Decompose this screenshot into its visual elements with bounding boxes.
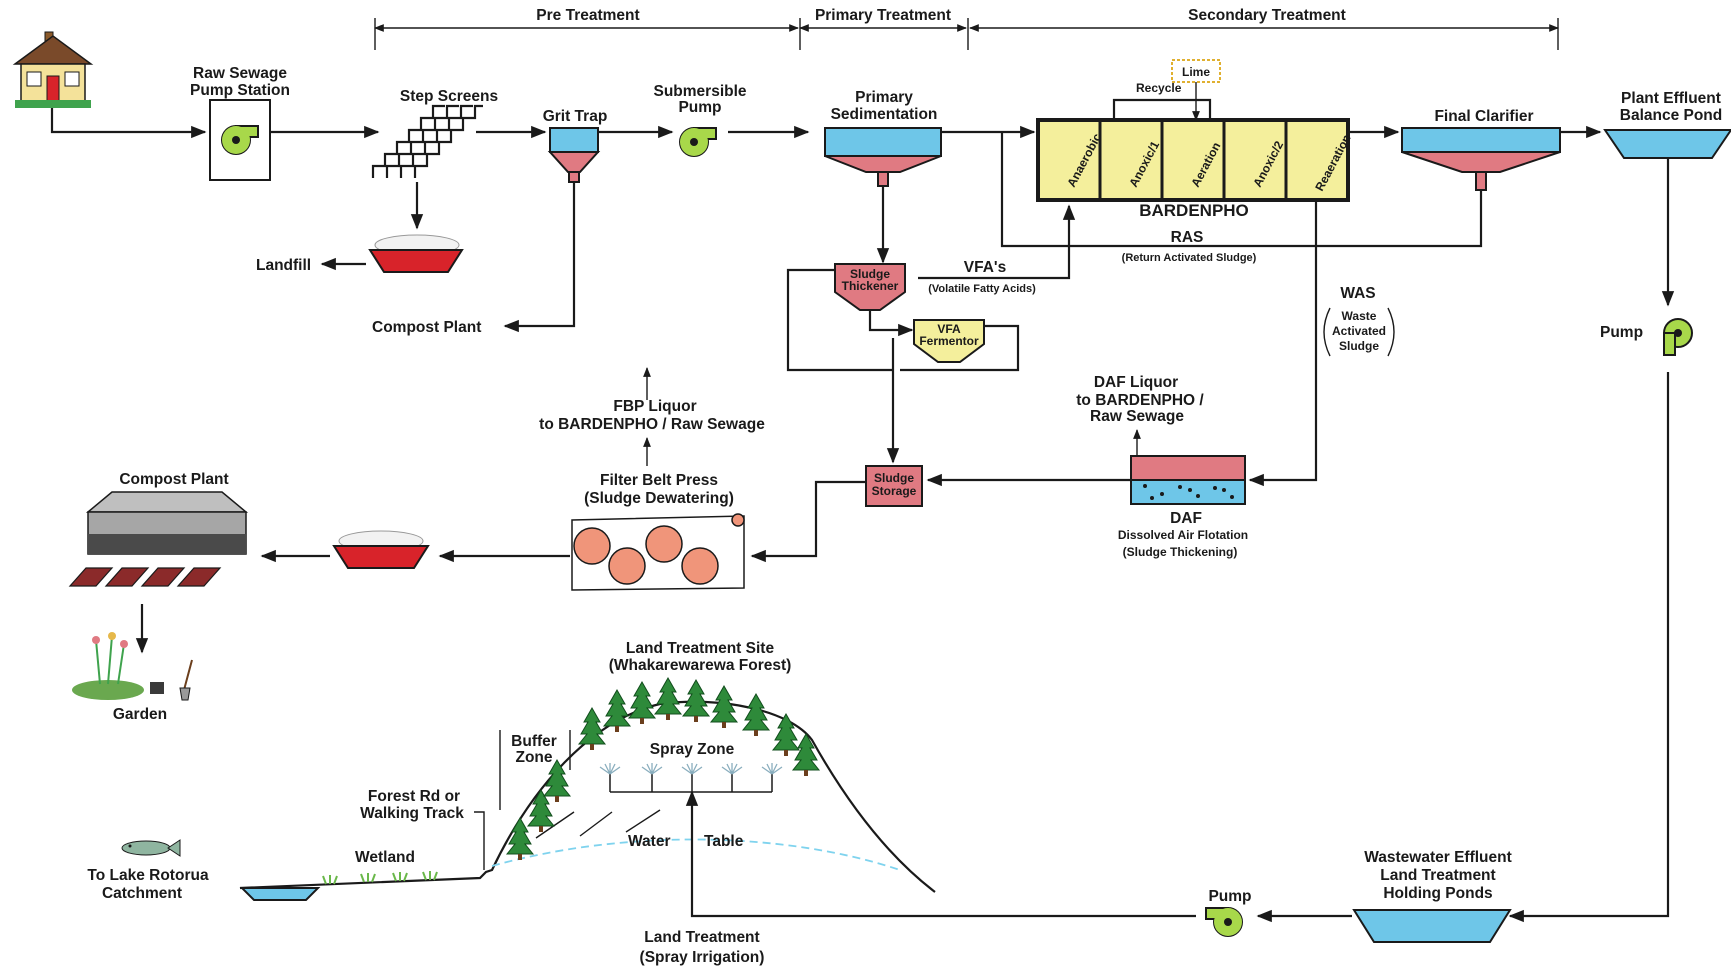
sub-pump-label-2: Pump [678,99,721,116]
step-screens-label: Step Screens [400,88,498,105]
holding-label-2: Land Treatment [1380,867,1495,884]
vfas-label: VFA's [964,259,1006,276]
holding-label-1: Wastewater Effluent [1364,849,1512,866]
sludge-storage: Sludge Storage [865,465,923,507]
table-label: Table [704,833,744,850]
holding-ponds: Wastewater Effluent Land Treatment Holdi… [1352,849,1512,943]
fermentor-label-1: VFA [937,322,961,336]
forest-rd-label-1: Forest Rd or [368,788,460,805]
daf-unit: DAF Dissolved Air Flotation (Sludge Thic… [1118,455,1248,559]
land-treatment-label-2: (Spray Irrigation) [640,949,765,966]
pump-icon [1205,907,1243,937]
bardenpho-reactor: Anaerobic Anoxic/1 Aeration Anoxic/2 Rea… [1036,118,1354,220]
land-treatment-label-1: Land Treatment [644,929,759,946]
sludge-bin-icon [332,530,430,569]
fish-icon [121,839,181,857]
fbp-liquor-label-1: FBP Liquor [613,398,696,415]
submersible-pump: Submersible Pump [653,83,747,157]
prim-sed-label-2: Sedimentation [831,106,938,123]
stage-header-primary: Primary Treatment [799,7,969,50]
daf-liquor-label-2: to BARDENPHO / [1076,392,1204,409]
lake-label-1: To Lake Rotorua [87,867,209,884]
compost-shed-icon: Compost Plant [85,471,249,555]
fbp-liquor-label-2: to BARDENPHO / Raw Sewage [539,416,765,433]
stage-header-secondary: Secondary Treatment [969,7,1559,50]
sedimentation-tank-icon: Primary Sedimentation [824,89,942,187]
was-label: WAS [1340,285,1375,302]
clarifier-icon: Final Clarifier [1401,108,1561,191]
daf-liquor-label-3: Raw Sewage [1090,408,1184,425]
spray-zone-label: Spray Zone [650,741,735,758]
filter-belt-label-2: (Sludge Dewatering) [584,490,734,507]
fermentor-label-2: Fermentor [919,334,979,348]
pump-bottom-label: Pump [1208,888,1251,905]
filter-belt-label-1: Filter Belt Press [600,472,718,489]
compost-plant-label-2: Compost Plant [119,471,228,488]
landfill-label: Landfill [256,257,311,274]
prim-sed-label-1: Primary [855,89,913,106]
lake-outlet [239,887,321,901]
lime-label: Lime [1182,65,1210,79]
filter-press-icon: Filter Belt Press (Sludge Dewatering) [571,472,745,591]
ras-label: RAS [1171,229,1204,246]
lime-dosing: Lime Recycle [1112,59,1221,121]
wetland-label: Wetland [355,849,415,866]
water-label: Water [628,833,671,850]
house-icon [12,31,94,108]
effluent-pond-label-1: Plant Effluent [1621,90,1721,107]
garden-icon: Garden [72,632,193,723]
forest-rd-label-2: Walking Track [360,805,464,822]
land-site-label-1: Land Treatment Site [626,640,775,657]
stage-primary-label: Primary Treatment [815,7,951,24]
step-screen-icon: Step Screens [371,88,498,178]
raw-sewage-pump-station: Raw Sewage Pump Station [190,65,290,181]
grit-trap-label: Grit Trap [543,108,608,125]
was-label-3: Sludge [1339,339,1379,353]
recycle-label: Recycle [1136,81,1182,95]
effluent-pond-label-2: Balance Pond [1620,107,1723,124]
daf-liquor-label-1: DAF Liquor [1094,374,1178,391]
ras-full-label: (Return Activated Sludge) [1122,252,1257,264]
bardenpho-label: BARDENPHO [1139,201,1249,220]
land-site-label-2: (Whakarewarewa Forest) [609,657,792,674]
thickener-label-1: Sludge [850,267,890,281]
effluent-balance-pond: Plant Effluent Balance Pond [1603,90,1731,159]
raw-pump-label-2: Pump Station [190,82,290,99]
sludge-thickener: Sludge Thickener [834,263,906,311]
wetland-plants [322,871,438,885]
logs-icon [68,567,222,587]
sprinkler-icon [599,762,783,793]
buffer-zone-label-2: Zone [515,749,552,766]
grit-trap-icon: Grit Trap [543,108,608,183]
lake-label-2: Catchment [102,885,182,902]
vfa-fermentor: VFA Fermentor [913,319,985,363]
storage-label-1: Sludge [874,471,914,485]
holding-label-3: Holding Ponds [1383,885,1492,902]
pump-right-label: Pump [1600,324,1643,341]
final-clarifier-label: Final Clarifier [1434,108,1533,125]
daf-label: DAF [1170,510,1202,527]
pump-icon [679,127,717,157]
stage-secondary-label: Secondary Treatment [1188,7,1346,24]
vfas-full-label: (Volatile Fatty Acids) [928,283,1036,295]
stage-pre-label: Pre Treatment [536,7,639,24]
pump-icon [1663,318,1693,356]
garden-label: Garden [113,706,167,723]
thickener-label-2: Thickener [842,279,899,293]
was-label-1: Waste [1342,309,1377,323]
sub-pump-label-1: Submersible [653,83,746,100]
stage-header-pre: Pre Treatment [374,7,799,50]
daf-label-3: (Sludge Thickening) [1123,545,1238,559]
storage-label-2: Storage [872,484,917,498]
was-label-2: Activated [1332,324,1386,338]
slope-hatching [535,809,661,839]
daf-label-2: Dissolved Air Flotation [1118,528,1248,542]
landfill-bin-icon [368,234,464,273]
raw-pump-label-1: Raw Sewage [193,65,287,82]
buffer-zone-label-1: Buffer [511,733,557,750]
compost-plant-label-1: Compost Plant [372,319,481,336]
